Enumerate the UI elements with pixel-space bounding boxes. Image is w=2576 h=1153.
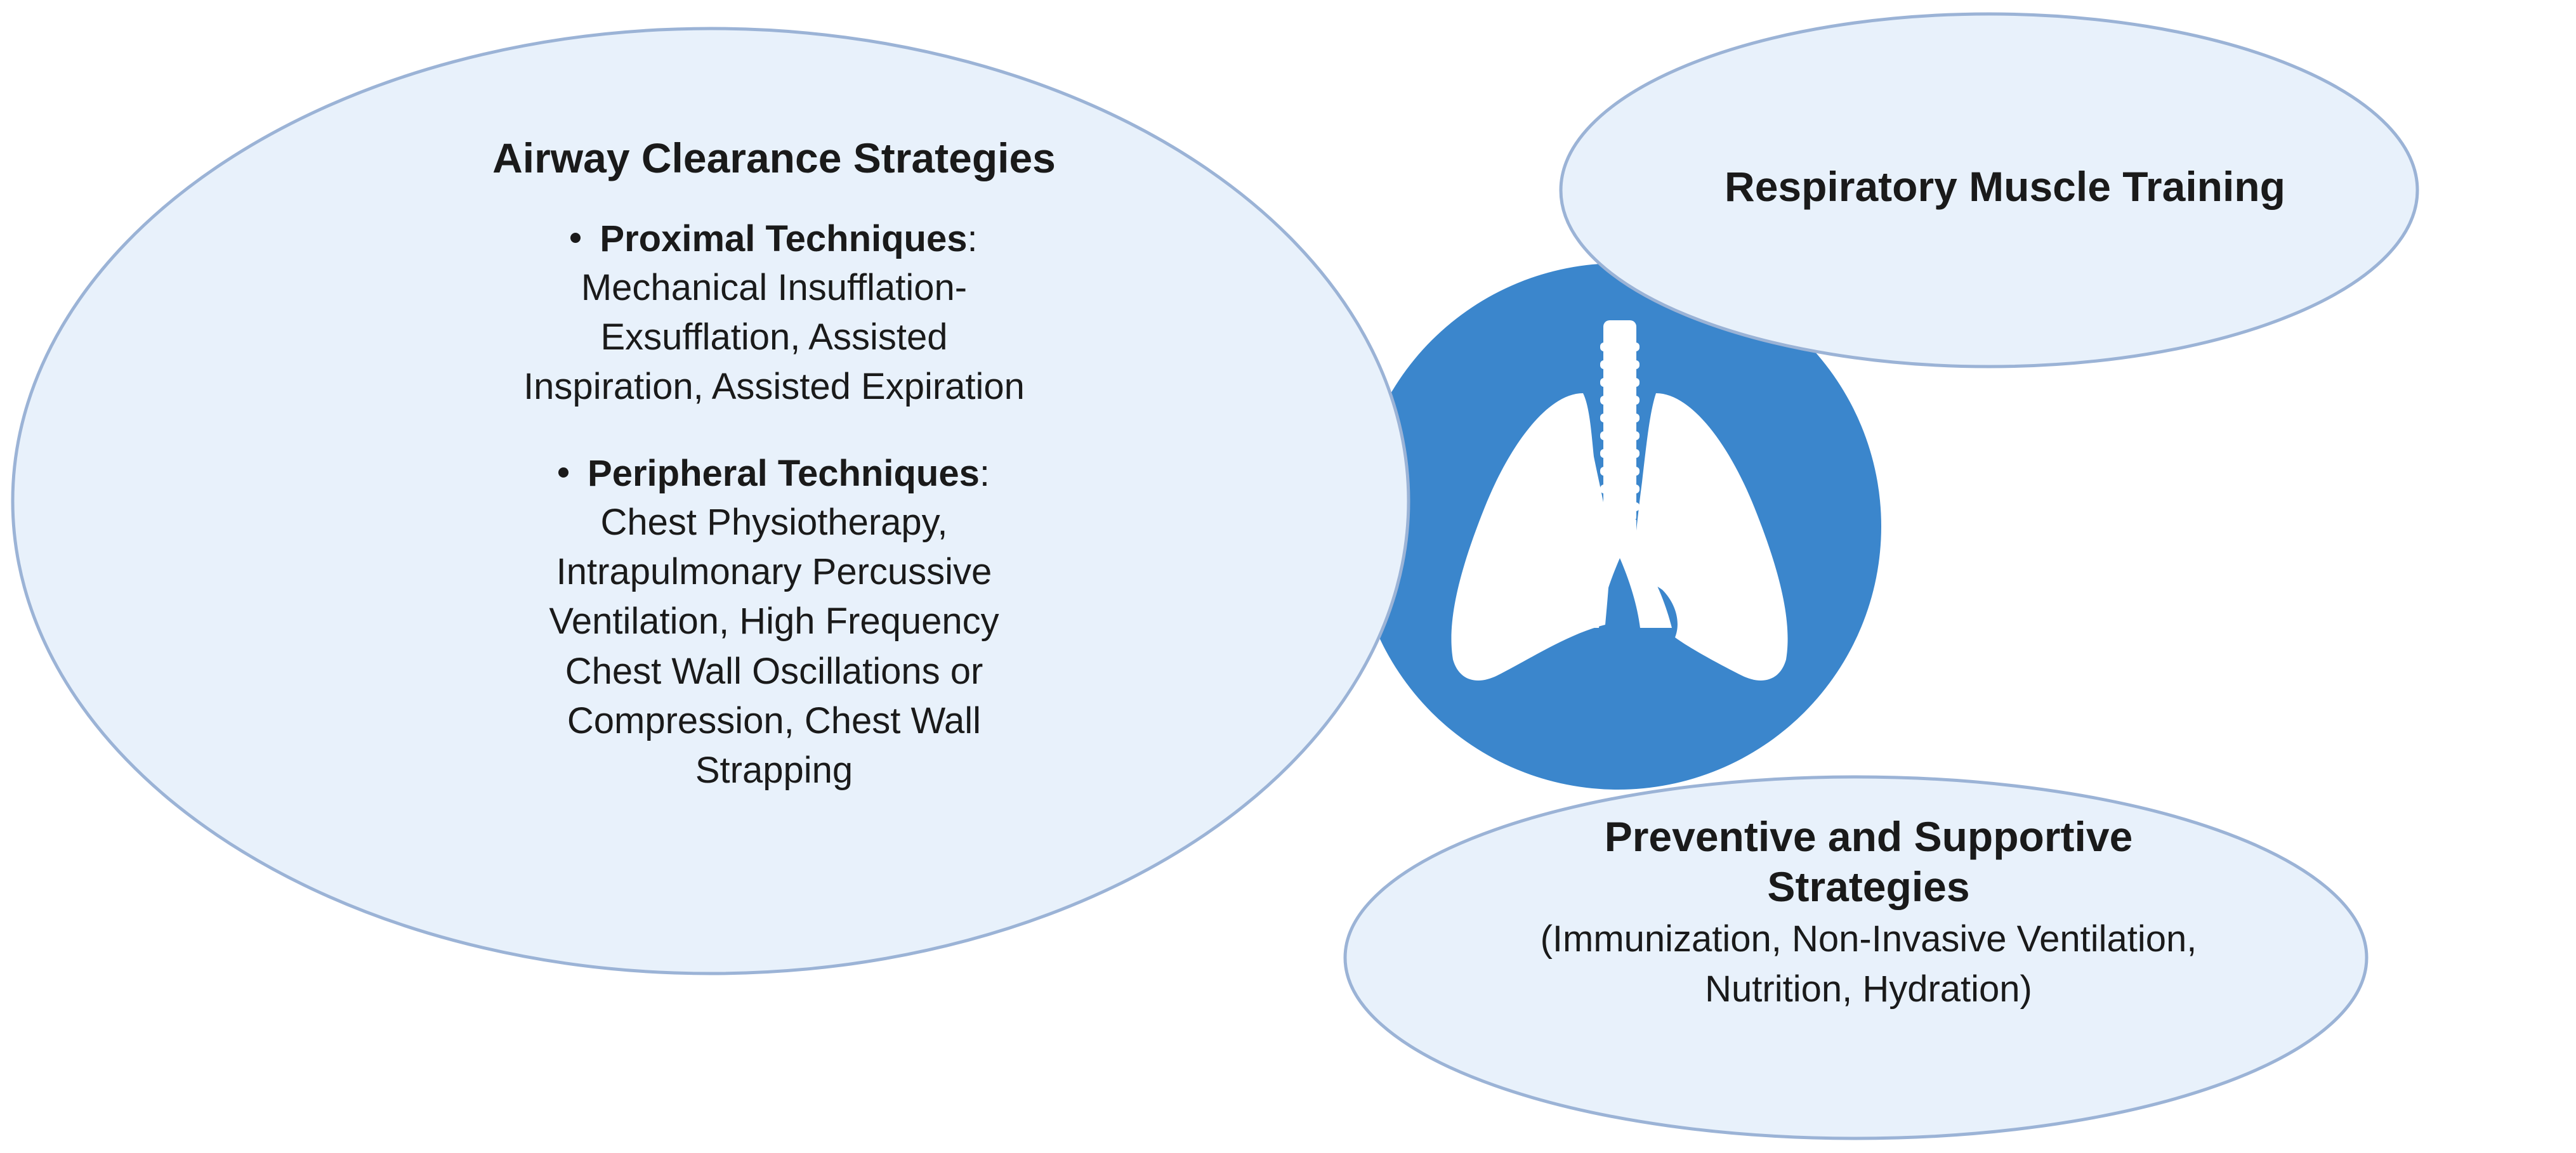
preventive-supportive-text: Preventive and Supportive Strategies (Im… bbox=[1447, 812, 2290, 1014]
trachea-ring bbox=[1600, 360, 1640, 369]
peripheral-line: Ventilation, High Frequency bbox=[549, 601, 999, 642]
preventive-supportive-ellipse bbox=[1343, 775, 2369, 1140]
right-lung-shape bbox=[1631, 393, 1788, 681]
peripheral-line: Strapping bbox=[695, 750, 853, 791]
trachea-ring bbox=[1600, 449, 1640, 458]
trachea-ring bbox=[1600, 396, 1640, 405]
bullet-icon bbox=[558, 467, 569, 478]
trachea-ring bbox=[1600, 467, 1640, 476]
trachea-rings bbox=[1600, 342, 1640, 511]
peripheral-bullet: Peripheral Techniques: Chest Physiothera… bbox=[209, 450, 1339, 795]
trachea-ring bbox=[1600, 342, 1640, 351]
proximal-label: Proximal Techniques bbox=[600, 218, 968, 260]
airway-clearance-title: Airway Clearance Strategies bbox=[492, 134, 1056, 181]
proximal-line: Exsufflation, Assisted bbox=[600, 316, 948, 358]
preventive-detail: (Immunization, Non-Invasive Ventilation,… bbox=[1447, 915, 2290, 1014]
preventive-title: Preventive and Supportive Strategies bbox=[1447, 812, 2290, 912]
preventive-title-line: Strategies bbox=[1767, 863, 1970, 911]
proximal-suffix: : bbox=[967, 218, 978, 260]
peripheral-line: Intrapulmonary Percussive bbox=[556, 551, 992, 593]
peripheral-line: Compression, Chest Wall bbox=[567, 700, 982, 742]
preventive-detail-line: (Immunization, Non-Invasive Ventilation, bbox=[1540, 918, 2197, 960]
trachea-ring bbox=[1600, 431, 1640, 440]
trachea-ring bbox=[1600, 414, 1640, 422]
peripheral-heading: Peripheral Techniques: bbox=[209, 450, 1339, 497]
left-lung-shape bbox=[1451, 393, 1610, 681]
peripheral-description: Chest Physiotherapy, Intrapulmonary Perc… bbox=[209, 498, 1339, 796]
proximal-line: Mechanical Insufflation- bbox=[581, 266, 968, 308]
preventive-title-line: Preventive and Supportive bbox=[1604, 813, 2133, 860]
respiratory-muscle-title: Respiratory Muscle Training bbox=[1725, 163, 2285, 210]
peripheral-line: Chest Physiotherapy, bbox=[600, 501, 948, 543]
bronchi-shape bbox=[1567, 520, 1672, 628]
proximal-bullet: Proximal Techniques: Mechanical Insuffla… bbox=[209, 215, 1339, 412]
trachea-ring bbox=[1600, 378, 1640, 387]
proximal-description: Mechanical Insufflation- Exsufflation, A… bbox=[209, 263, 1339, 412]
airway-clearance-text: Airway Clearance Strategies Proximal Tec… bbox=[209, 133, 1339, 796]
trachea-ring bbox=[1600, 485, 1640, 493]
lungs-icon bbox=[1451, 320, 1788, 681]
bullet-icon bbox=[570, 232, 581, 243]
trachea-ring bbox=[1600, 502, 1640, 511]
peripheral-label: Peripheral Techniques bbox=[588, 453, 980, 495]
airway-clearance-ellipse bbox=[11, 27, 1410, 975]
respiratory-muscle-text: Respiratory Muscle Training bbox=[1624, 162, 2386, 212]
proximal-line: Inspiration, Assisted Expiration bbox=[523, 366, 1025, 408]
respiratory-muscle-ellipse bbox=[1559, 12, 2419, 368]
peripheral-suffix: : bbox=[979, 453, 990, 495]
proximal-heading: Proximal Techniques: bbox=[209, 215, 1339, 263]
peripheral-line: Chest Wall Oscillations or bbox=[565, 650, 983, 692]
preventive-detail-line: Nutrition, Hydration) bbox=[1705, 968, 2032, 1010]
